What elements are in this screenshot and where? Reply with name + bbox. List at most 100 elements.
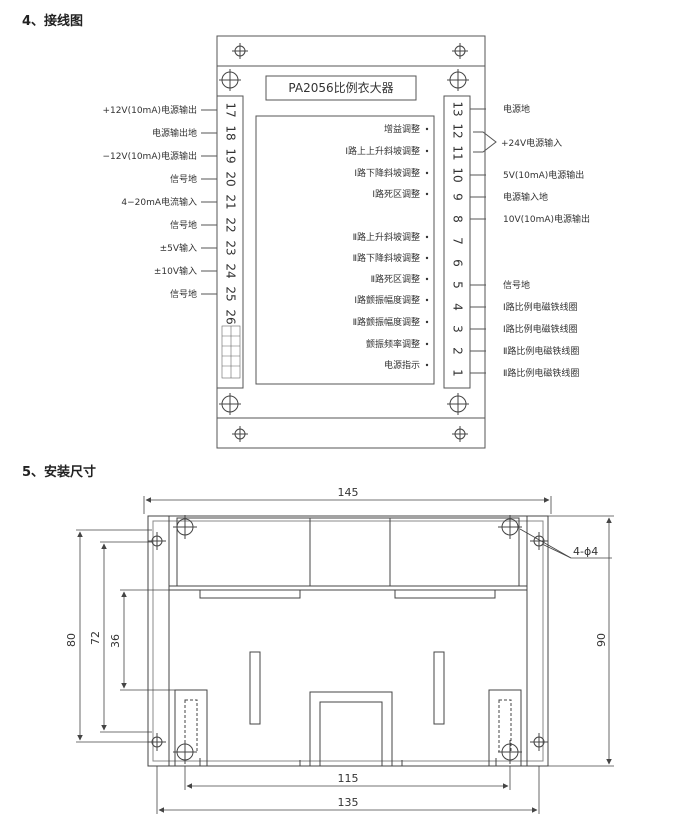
terminal-number: 22 <box>224 217 238 232</box>
adjustment-dot <box>425 192 429 196</box>
mount-hole-icon <box>219 69 241 91</box>
dim-72: 72 <box>89 631 102 645</box>
dip-switch-block <box>221 325 241 379</box>
mount-hole-icon <box>452 43 468 59</box>
terminal-number: 19 <box>224 148 238 163</box>
adjustment-label: Ⅱ路下降斜坡调整 <box>353 252 420 264</box>
adjustment-dot <box>425 235 429 239</box>
adjustment-dot <box>425 363 429 367</box>
mount-hole-icon <box>232 43 248 59</box>
terminal-label: 10V(10mA)电源输出 <box>503 213 590 225</box>
hole-icon <box>498 515 522 539</box>
adjustment-label: Ⅰ路下降斜坡调整 <box>354 167 420 179</box>
terminal-number: 9 <box>451 193 465 201</box>
adjustment-dot <box>425 256 429 260</box>
device-plate <box>216 35 486 449</box>
terminal-number: 10 <box>451 167 465 182</box>
dim-145: 145 <box>338 486 359 499</box>
terminal-label: Ⅱ路比例电磁铁线圈 <box>503 345 579 357</box>
terminal-label: 电源输出地 <box>152 127 197 139</box>
terminal-label: 信号地 <box>503 279 530 291</box>
hole-icon <box>498 740 522 764</box>
install-drawing <box>147 515 549 767</box>
dim-36: 36 <box>109 634 122 648</box>
dim-80: 80 <box>65 633 78 647</box>
hole-icon <box>148 532 166 550</box>
terminal-label: ±10V输入 <box>154 265 197 277</box>
adjustment-dot <box>425 277 429 281</box>
adjustment-dot <box>425 127 429 131</box>
terminal-number: 18 <box>224 125 238 140</box>
power-bracket <box>473 131 497 153</box>
terminal-number: 4 <box>451 303 465 311</box>
adjustment-label: Ⅱ路上升斜坡调整 <box>353 231 420 243</box>
mount-hole-icon <box>219 393 241 415</box>
terminal-number: 7 <box>451 237 465 245</box>
adjustment-label: Ⅱ路死区调整 <box>371 273 420 285</box>
adjustment-label: Ⅰ路颤振幅度调整 <box>354 294 420 306</box>
terminal-label: 电源地 <box>503 103 530 115</box>
name-plate <box>265 75 417 101</box>
terminal-number: 26 <box>224 309 238 324</box>
terminal-label: ±5V输入 <box>160 242 197 254</box>
mount-holes-top <box>219 43 469 442</box>
adjustment-panel <box>255 115 435 385</box>
install-holes <box>148 515 548 764</box>
terminal-label: 5V(10mA)电源输出 <box>503 169 584 181</box>
terminal-number: 6 <box>451 259 465 267</box>
dimension-lines <box>76 496 614 814</box>
terminal-strip-left <box>216 95 244 389</box>
dim-90: 90 <box>595 633 608 647</box>
adjustment-dot <box>425 342 429 346</box>
device-name: PA2056比例衣大器 <box>288 80 393 95</box>
adjustment-label: 电源指示 <box>384 359 420 371</box>
terminal-label: +12V(10mA)电源输出 <box>102 104 197 116</box>
wiring-diagram <box>216 35 486 449</box>
terminal-number: 20 <box>224 171 238 186</box>
terminal-label: Ⅰ路比例电磁铁线圈 <box>503 323 578 335</box>
terminal-number: 1 <box>451 369 465 377</box>
dim-holes: 4-ϕ4 <box>573 545 598 558</box>
terminal-label: Ⅱ路比例电磁铁线圈 <box>503 367 579 379</box>
hole-icon <box>530 532 548 550</box>
terminal-number: 17 <box>224 102 238 117</box>
hole-icon <box>173 740 197 764</box>
terminal-label: −12V(10mA)电源输出 <box>102 150 197 162</box>
terminal-label: 信号地 <box>170 288 197 300</box>
enclosure-outline <box>147 515 549 767</box>
terminal-number: 13 <box>451 101 465 116</box>
terminal-strip-right <box>443 95 471 389</box>
mount-hole-icon <box>452 426 468 442</box>
dim-115: 115 <box>338 772 359 785</box>
hole-icon <box>173 515 197 539</box>
adjustment-dot <box>425 149 429 153</box>
terminal-number: 12 <box>451 123 465 138</box>
hole-icon <box>530 733 548 751</box>
adjustment-dot <box>425 298 429 302</box>
section-title-install: 5、安装尺寸 <box>22 465 97 480</box>
terminal-number: 23 <box>224 240 238 255</box>
terminal-number: 11 <box>451 145 465 160</box>
adjustment-dot <box>425 171 429 175</box>
mount-hole-icon <box>447 69 469 91</box>
mount-hole-icon <box>232 426 248 442</box>
terminal-number: 8 <box>451 215 465 223</box>
adjustment-label: Ⅰ路死区调整 <box>372 188 420 200</box>
terminal-number: 5 <box>451 281 465 289</box>
dim-135: 135 <box>338 796 359 809</box>
terminal-label: 信号地 <box>170 219 197 231</box>
terminal-label: 4−20mA电流输入 <box>121 196 197 208</box>
adjustment-label: Ⅰ路上上升斜坡调整 <box>345 145 420 157</box>
adjustment-label: 增益调整 <box>384 123 420 135</box>
mount-hole-icon <box>447 393 469 415</box>
adjustment-label: Ⅱ路颤振幅度调整 <box>353 316 420 328</box>
terminal-number: 3 <box>451 325 465 333</box>
terminal-label: Ⅰ路比例电磁铁线圈 <box>503 301 578 313</box>
terminal-number: 2 <box>451 347 465 355</box>
terminal-number: 25 <box>224 286 238 301</box>
terminal-label: 信号地 <box>170 173 197 185</box>
section-title-wiring: 4、接线图 <box>22 14 84 29</box>
adjustment-label: 颤振频率调整 <box>366 338 420 350</box>
bracket-label: +24V电源输入 <box>501 137 562 149</box>
